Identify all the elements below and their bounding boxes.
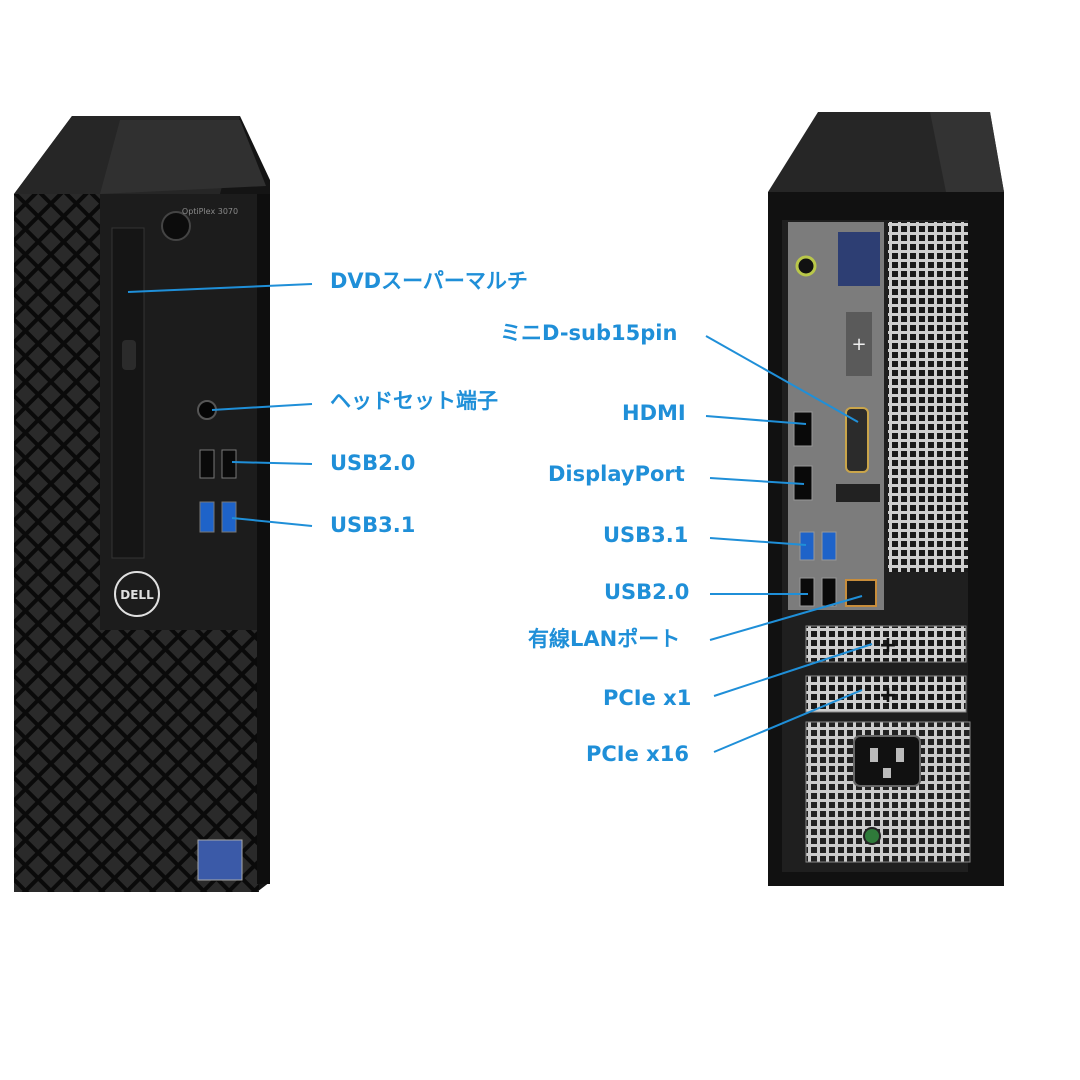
service-tag-sticker — [836, 484, 880, 502]
rear-audio-jack[interactable] — [795, 255, 817, 277]
rear-hdmi-port[interactable] — [793, 411, 813, 447]
label-pcie-x16: PCIe x16 — [586, 742, 689, 766]
label-dvd-drive: DVDスーパーマルチ — [330, 269, 528, 293]
rear-usb2-ports[interactable] — [799, 577, 837, 607]
callout-lines — [127, 283, 873, 753]
power-button[interactable] — [161, 211, 191, 241]
dell-logo: DELL — [114, 571, 160, 617]
rear-lan-port[interactable] — [845, 579, 877, 607]
label-displayport: DisplayPort — [548, 462, 685, 486]
rear-vga-port[interactable] — [845, 407, 869, 473]
label-rear-usb3: USB3.1 — [603, 523, 689, 547]
dvd-drive — [111, 227, 145, 559]
svg-text:+: + — [879, 633, 897, 658]
label-pcie-x1: PCIe x1 — [603, 686, 692, 710]
svg-text:DELL: DELL — [120, 588, 154, 602]
front-usb2-ports[interactable] — [199, 449, 237, 479]
rear-pcie-x1-slot[interactable]: + — [805, 625, 967, 663]
windows-sticker — [838, 232, 880, 286]
intel-sticker — [197, 839, 243, 881]
label-vga-port: ミニD-sub15pin — [500, 321, 678, 345]
label-hdmi-port: HDMI — [622, 401, 686, 425]
rear-psu — [805, 721, 971, 863]
rear-pcie-x16-slot[interactable]: + — [805, 675, 967, 713]
label-headset-jack: ヘッドセット端子 — [330, 389, 498, 413]
front-usb3-ports[interactable] — [199, 501, 237, 533]
label-front-usb2: USB2.0 — [330, 451, 416, 475]
label-lan-port: 有線LANポート — [528, 627, 681, 651]
svg-text:+: + — [879, 683, 897, 708]
label-rear-usb2: USB2.0 — [604, 580, 690, 604]
rear-vent-grill — [888, 222, 968, 572]
label-front-usb3: USB3.1 — [330, 513, 416, 537]
rear-usb3-ports[interactable] — [799, 531, 837, 561]
svg-text:+: + — [851, 334, 866, 355]
model-text: OptiPlex 3070 — [182, 207, 238, 216]
